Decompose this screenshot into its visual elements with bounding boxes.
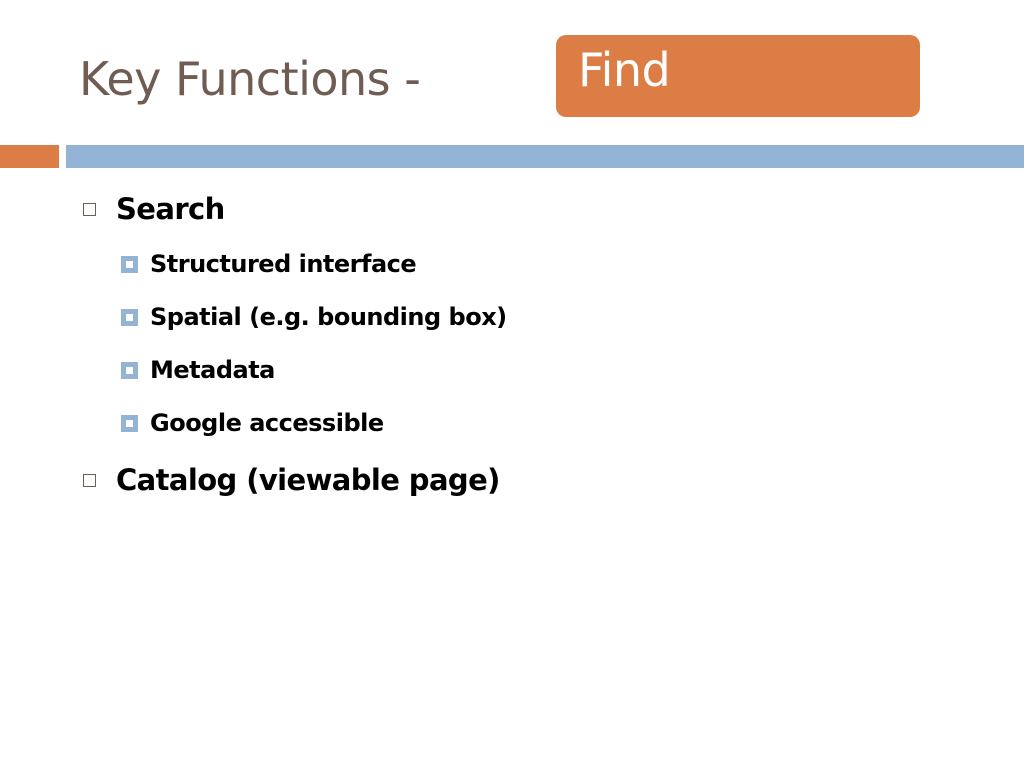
list-item: Metadata xyxy=(121,356,275,384)
filled-square-bullet-icon xyxy=(121,308,138,326)
sub-bullet-text: Spatial (e.g. bounding box) xyxy=(150,303,507,331)
list-item: Catalog (viewable page) xyxy=(83,463,500,497)
slide-title: Key Functions - xyxy=(79,52,421,106)
accent-bar-orange xyxy=(0,145,59,168)
bullet-text: Catalog (viewable page) xyxy=(116,463,500,497)
hollow-square-bullet-icon xyxy=(83,473,96,487)
filled-square-bullet-icon xyxy=(121,255,138,273)
filled-square-bullet-icon xyxy=(121,414,138,432)
list-item: Google accessible xyxy=(121,409,384,437)
find-badge: Find xyxy=(556,35,920,117)
sub-bullet-text: Google accessible xyxy=(150,409,384,437)
find-badge-label: Find xyxy=(578,43,671,97)
list-item: Structured interface xyxy=(121,250,417,278)
hollow-square-bullet-icon xyxy=(83,202,96,216)
bullet-text: Search xyxy=(116,192,225,226)
list-item: Search xyxy=(83,192,225,226)
filled-square-bullet-icon xyxy=(121,361,138,379)
list-item: Spatial (e.g. bounding box) xyxy=(121,303,507,331)
sub-bullet-text: Metadata xyxy=(150,356,275,384)
accent-bar-blue xyxy=(66,145,1024,168)
sub-bullet-text: Structured interface xyxy=(150,250,417,278)
